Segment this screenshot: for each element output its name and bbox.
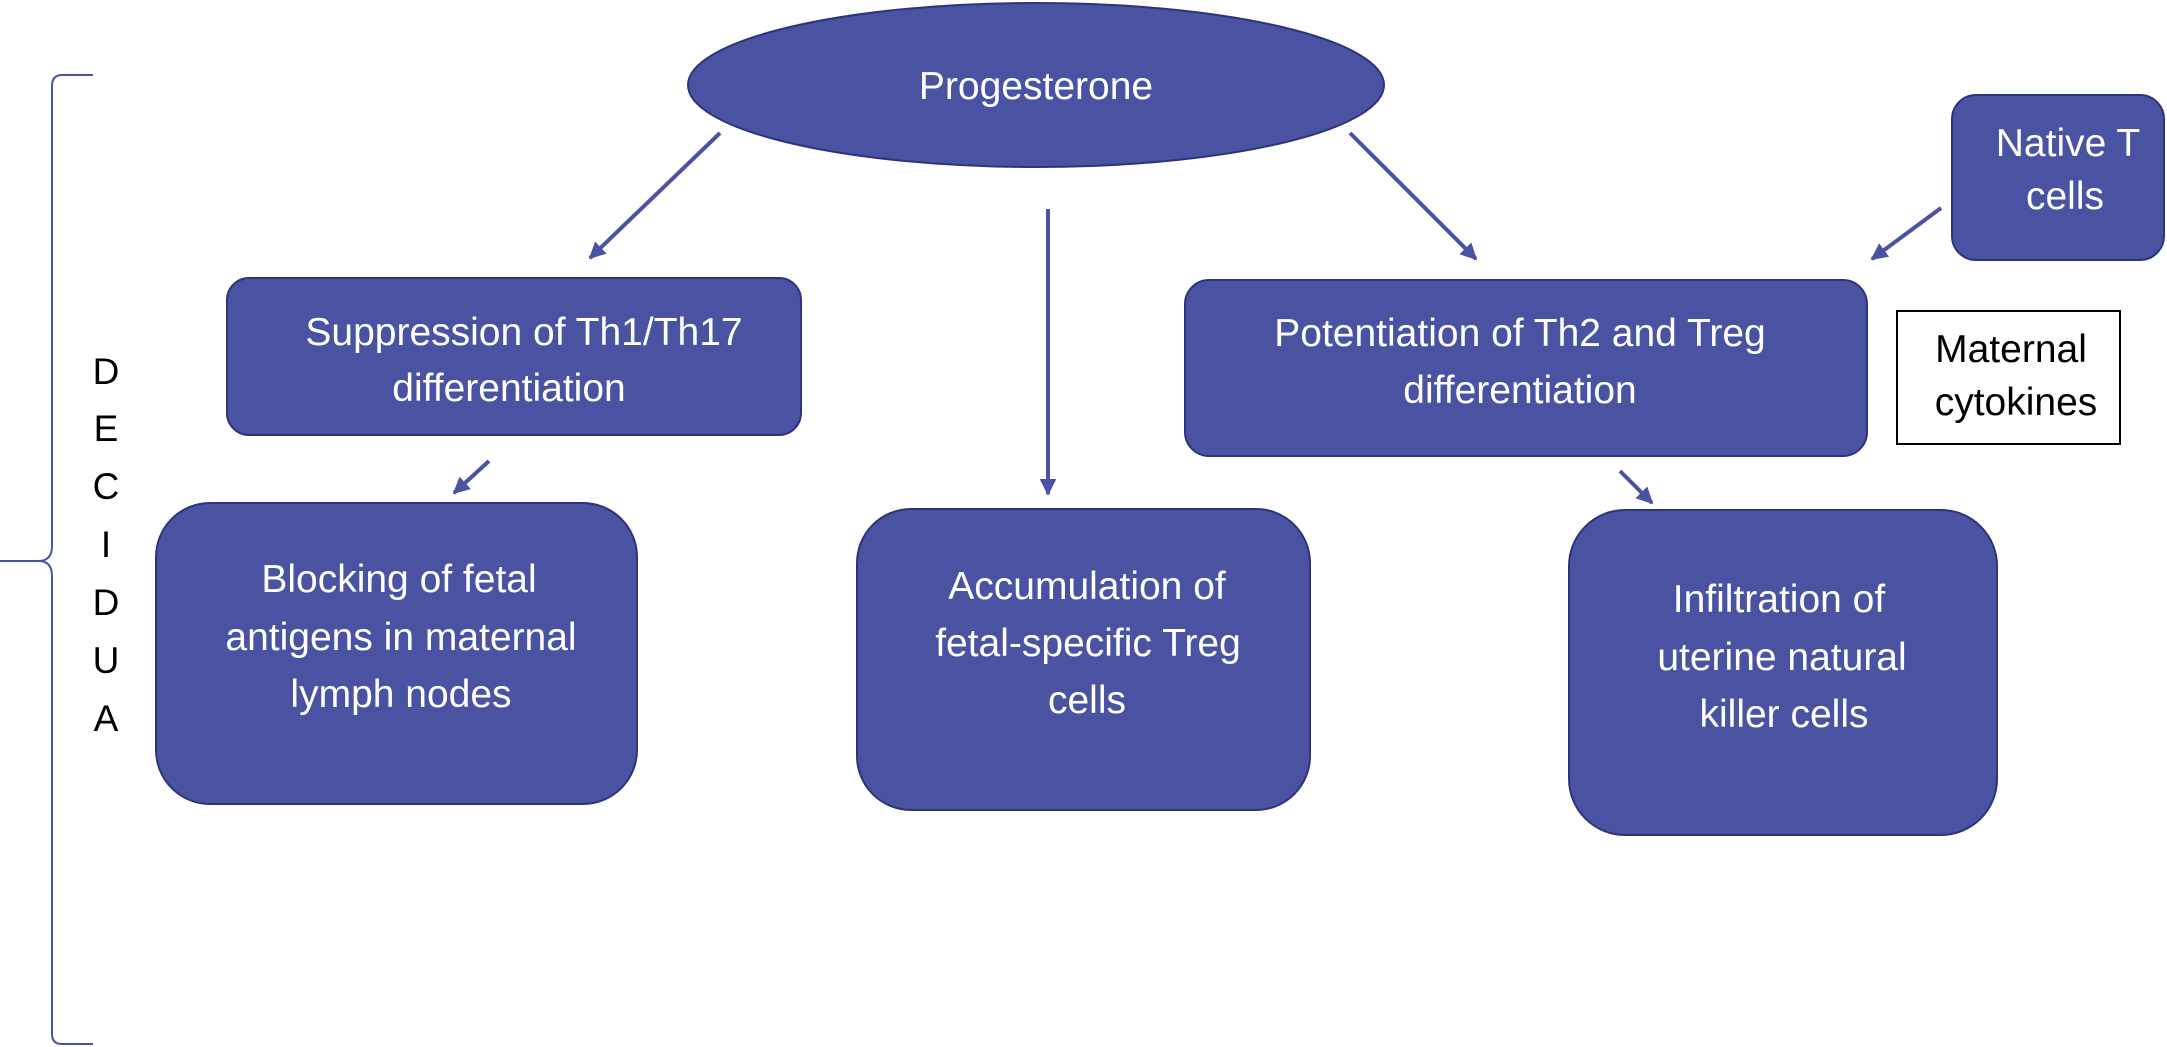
- blocking-node: Blocking of fetal antigens in maternal l…: [155, 502, 638, 805]
- maternal-cytokines-node: Maternal cytokines: [1896, 310, 2121, 445]
- accumulation-node: Accumulation of fetal-specific Treg cell…: [856, 508, 1311, 811]
- accumulation-label-line2: fetal-specific Treg: [935, 622, 1241, 665]
- arrows: [452, 131, 1943, 505]
- accumulation-label-line1: Accumulation of: [948, 565, 1226, 608]
- blocking-label-line1: Blocking of fetal: [261, 558, 536, 601]
- infiltration-node: Infiltration of uterine natural killer c…: [1568, 509, 1998, 836]
- potentiation-label-line1: Potentiation of Th2 and Treg: [1274, 312, 1765, 355]
- maternal-cytokines-label-line2: cytokines: [1935, 381, 2098, 424]
- progesterone-label: Progesterone: [919, 65, 1153, 108]
- infiltration-label-line1: Infiltration of: [1673, 578, 1886, 621]
- decidua-letter: E: [94, 408, 119, 449]
- potentiation-label-line2: differentiation: [1403, 369, 1636, 412]
- suppression-box: [226, 277, 802, 436]
- decidua-label: D E C I D U A: [93, 351, 120, 739]
- decidua-letter: D: [93, 351, 120, 392]
- blocking-box: [155, 502, 638, 805]
- accumulation-label-line3: cells: [1048, 679, 1126, 722]
- arrow-native-t-cells-to-potentiation: [1870, 206, 1943, 261]
- potentiation-node: Potentiation of Th2 and Treg differentia…: [1184, 279, 1868, 457]
- decidua-letter: C: [93, 466, 120, 507]
- arrow-progesterone-to-potentiation: [1348, 131, 1478, 261]
- native-t-cells-label-line2: cells: [2026, 175, 2104, 218]
- progesterone-ellipse: [687, 2, 1385, 168]
- maternal-cytokines-label-line1: Maternal: [1935, 328, 2087, 371]
- native-t-cells-label-line1: Native T: [1996, 122, 2141, 165]
- decidua-letter: U: [93, 640, 120, 681]
- decidua-letter: D: [93, 582, 120, 623]
- accumulation-box: [856, 508, 1311, 811]
- suppression-label-line1: Suppression of Th1/Th17: [305, 311, 742, 354]
- arrow-potentiation-to-infiltration: [1618, 469, 1654, 505]
- decidua-letter: A: [94, 698, 119, 739]
- infiltration-box: [1568, 509, 1998, 836]
- arrow-suppression-to-blocking: [452, 459, 491, 495]
- native-t-cells-box: [1951, 94, 2165, 261]
- infiltration-label-line3: killer cells: [1699, 693, 1868, 736]
- native-t-cells-node: Native T cells: [1951, 94, 2165, 261]
- arrow-progesterone-to-suppression: [588, 131, 722, 260]
- progesterone-node: Progesterone: [687, 2, 1385, 168]
- potentiation-box: [1184, 279, 1868, 457]
- blocking-label-line2: antigens in maternal: [225, 616, 576, 659]
- infiltration-label-line2: uterine natural: [1657, 636, 1906, 679]
- suppression-node: Suppression of Th1/Th17 differentiation: [226, 277, 802, 436]
- decidua-letter: I: [101, 524, 111, 565]
- maternal-cytokines-box: [1896, 310, 2121, 445]
- decidua-bracket: [0, 74, 93, 1045]
- suppression-label-line2: differentiation: [392, 367, 625, 410]
- blocking-label-line3: lymph nodes: [290, 673, 511, 716]
